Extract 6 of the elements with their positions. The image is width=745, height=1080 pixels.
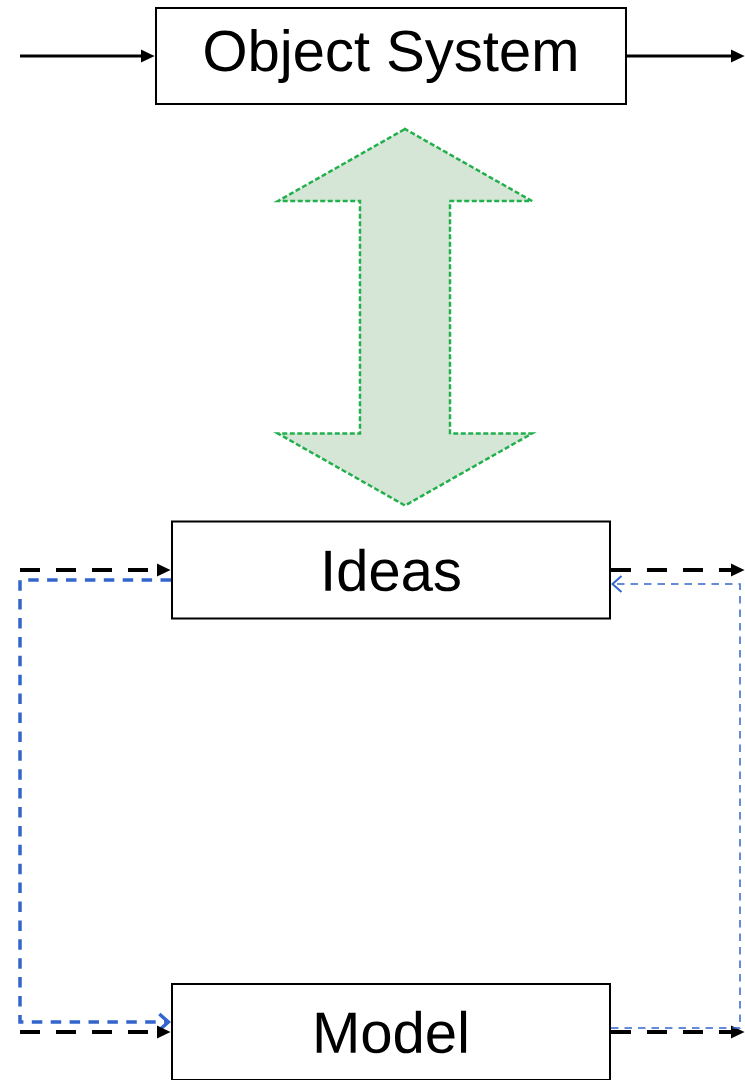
process-box: Ideas [171, 520, 611, 620]
arrow [610, 575, 741, 1029]
process-box: Model [171, 983, 611, 1080]
double-arrow [273, 127, 537, 507]
process-box: Object System [155, 7, 627, 105]
arrow [18, 578, 171, 1032]
